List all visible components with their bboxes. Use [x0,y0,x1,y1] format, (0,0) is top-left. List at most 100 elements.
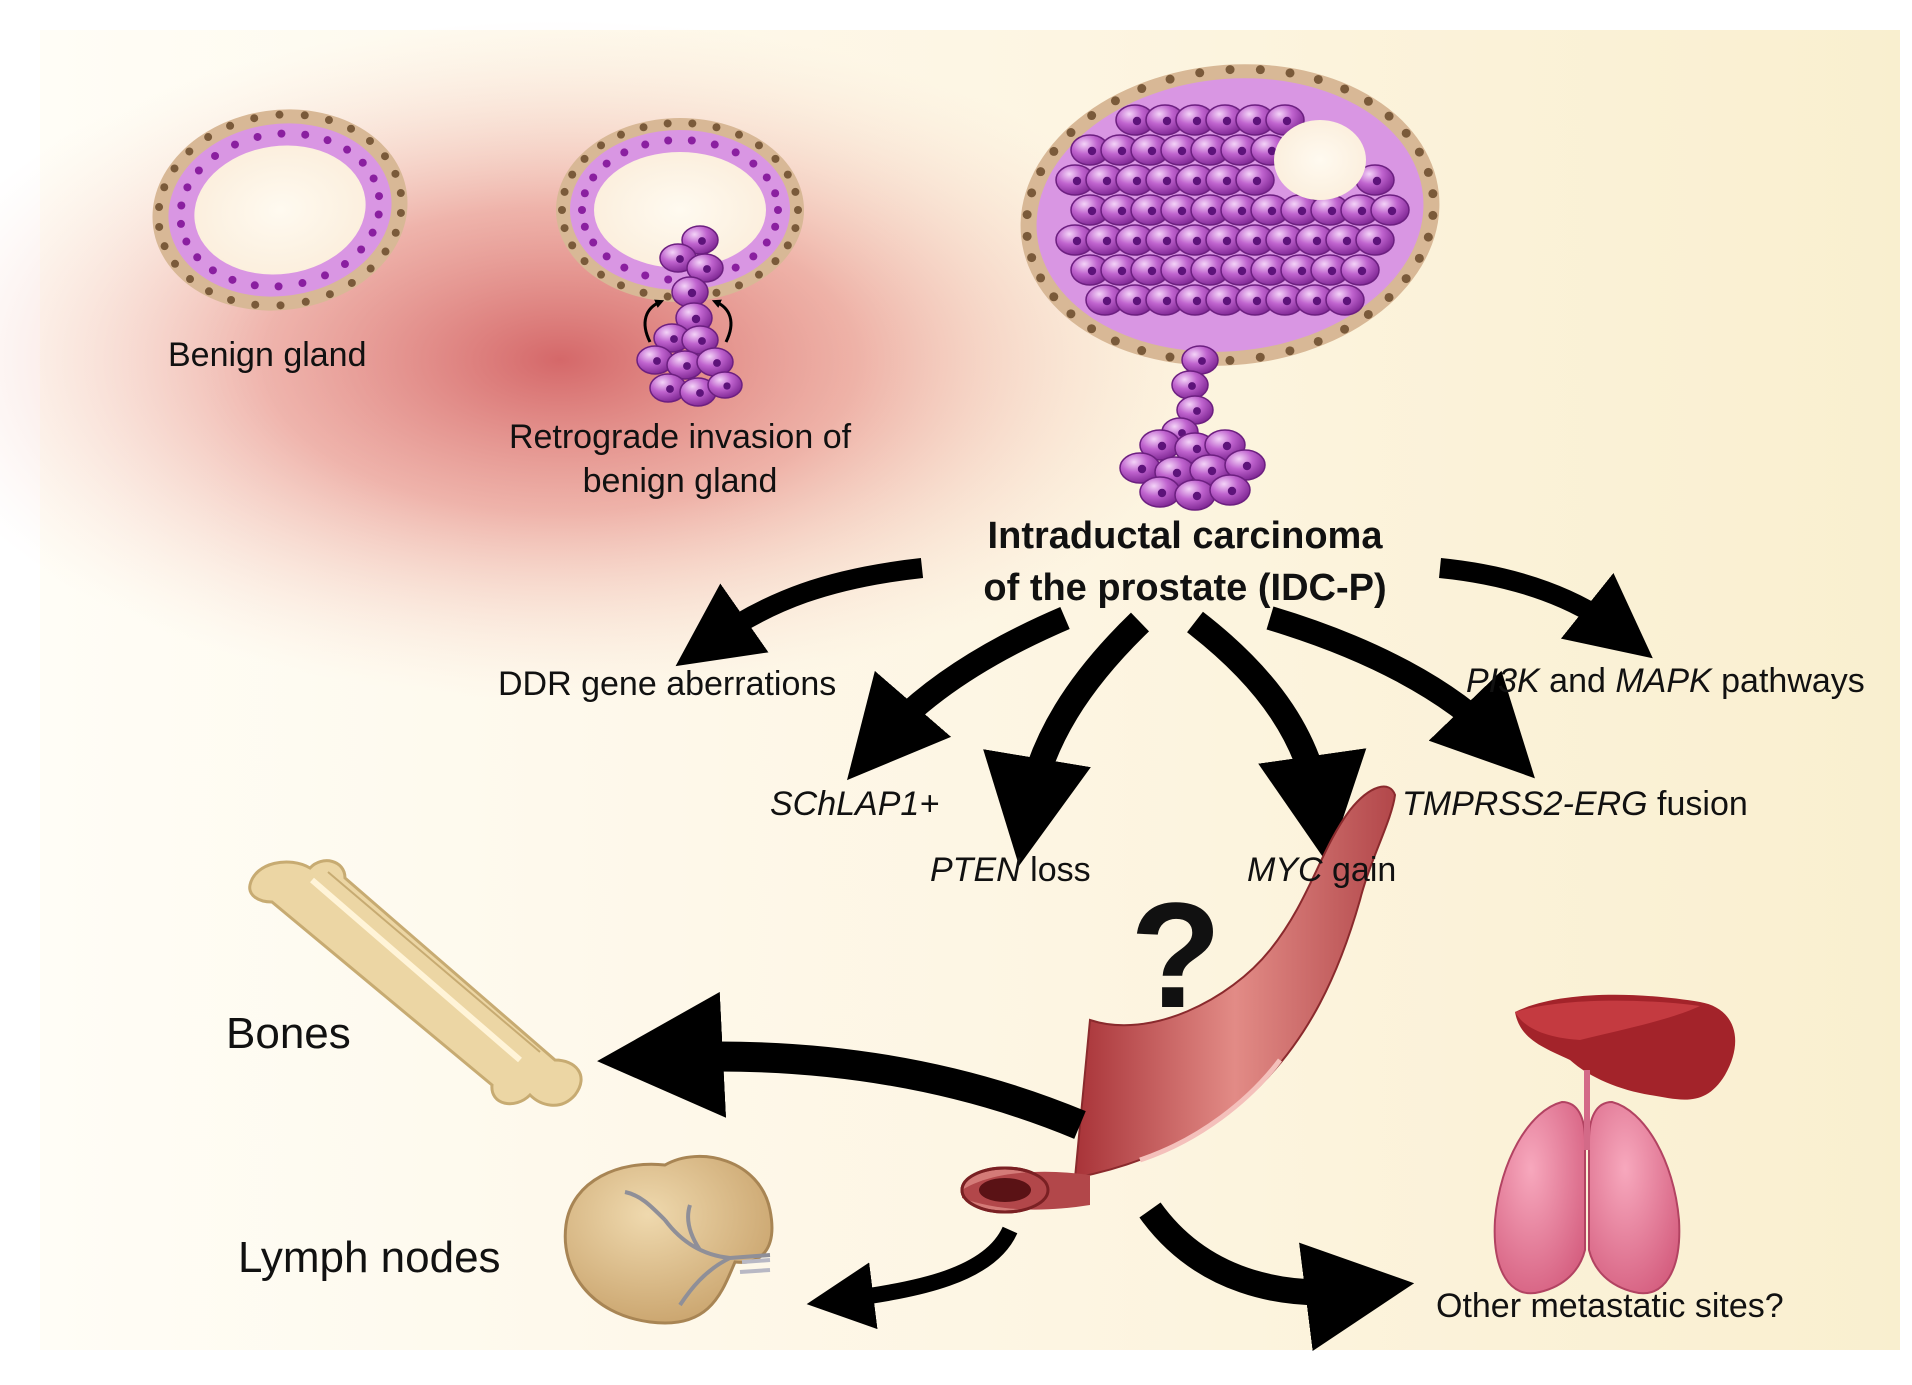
cell-nucleus [1087,146,1097,156]
luminal-nucleus [177,201,186,210]
luminal-nucleus [664,136,673,145]
cell-nucleus [1207,146,1217,156]
cell-nucleus [1147,206,1157,216]
cell-nucleus [1342,296,1352,306]
luminal-nucleus [762,173,771,182]
myc-suffix: gain [1322,851,1397,889]
pi3k-mapk-label: PI3K and MAPK pathways [1466,664,1865,698]
pten-loss-label: PTEN loss [930,853,1091,887]
myc-gain-label: MYC gain [1247,853,1396,887]
cell-nucleus [1252,176,1262,186]
basal-cell [1225,65,1235,75]
basal-cell [791,224,800,233]
basal-cell [185,147,194,156]
luminal-nucleus [620,148,629,157]
basal-cell [251,300,260,309]
cell-nucleus [1192,491,1202,501]
retrograde-label-line1: Retrograde invasion of [508,418,852,456]
cell-nucleus [698,237,706,245]
luminal-nucleus [580,222,589,231]
basal-cell [1428,189,1438,199]
basal-cell [794,206,802,214]
basal-cell [1049,146,1059,156]
basal-cell [639,123,648,132]
cell-nucleus [1312,236,1322,246]
cell-nucleus [1357,206,1367,216]
basal-cell [1340,84,1350,94]
basal-cell [1087,111,1097,121]
cell-nucleus [1282,236,1292,246]
cell-nucleus [1267,266,1277,276]
basal-cell [1363,96,1373,106]
basal-cell [1313,74,1323,84]
basal-cell [568,170,577,179]
invasion-arrow-left [643,299,665,343]
luminal-nucleus [774,206,782,214]
retrograde-label-line2: benign gland [582,462,778,500]
cell-nucleus [1132,116,1142,126]
basal-cell [1313,336,1323,346]
cell-nucleus [1237,266,1247,276]
basal-cell [1036,273,1046,283]
basal-cell [366,264,375,273]
basal-cell [381,247,390,256]
cell-nucleus [1157,488,1167,498]
cell-nucleus [1147,266,1157,276]
luminal-nucleus [731,263,740,272]
basal-cell [171,259,180,268]
luminal-nucleus [602,252,611,261]
basal-cell [1255,352,1265,362]
basal-cell [1022,231,1032,241]
mapk-gene: MAPK [1615,662,1712,700]
cell-nucleus [1177,146,1187,156]
basal-cell [227,295,236,304]
luminal-nucleus [589,238,598,247]
arrow-pten [983,612,1150,866]
benign-gland-label: Benign gland [168,336,367,374]
luminal-nucleus [274,282,283,291]
luminal-nucleus [323,136,332,145]
basal-cell [160,183,169,192]
basal-cell [301,297,310,306]
basal-cell [1066,128,1076,138]
cell-nucleus [1192,296,1202,306]
cell-nucleus [1267,206,1277,216]
luminal-nucleus [208,266,217,275]
basal-cell [276,301,285,310]
cell-nucleus [1193,407,1201,415]
basal-cell [1363,309,1373,319]
basal-cell [1036,167,1046,177]
basal-cell [597,270,606,279]
basal-cell [1087,324,1097,334]
cell-nucleus [1102,236,1112,246]
basal-cell [791,187,800,196]
cell-nucleus [1227,486,1237,496]
luminal-nucleus [211,151,220,160]
bones-label: Bones [226,1009,351,1058]
basal-cell [617,281,625,290]
basal-cell [204,287,213,296]
cell-nucleus [1222,236,1232,246]
luminal-nucleus [731,148,740,157]
luminal-nucleus [687,136,696,145]
arrow-other-sites [1139,1202,1415,1351]
luminal-nucleus [194,166,203,175]
cell-nucleus [1192,236,1202,246]
cell-nucleus [1102,296,1112,306]
cell-nucleus [1252,116,1262,126]
basal-cell [735,281,743,290]
basal-cell [1225,355,1235,365]
cell-nucleus [1087,206,1097,216]
basal-cell [663,119,672,128]
cell-nucleus [1282,296,1292,306]
cell-nucleus [1162,176,1172,186]
basal-cell [771,257,780,266]
basal-cell [155,203,164,212]
arrow-tmprss2 [1266,606,1535,779]
arrow-pi3k [1439,558,1653,659]
basal-cell [580,257,589,266]
basal-cell [300,111,309,120]
pten-suffix: loss [1020,851,1091,889]
basal-cell [783,170,792,179]
basal-cell [186,275,195,284]
